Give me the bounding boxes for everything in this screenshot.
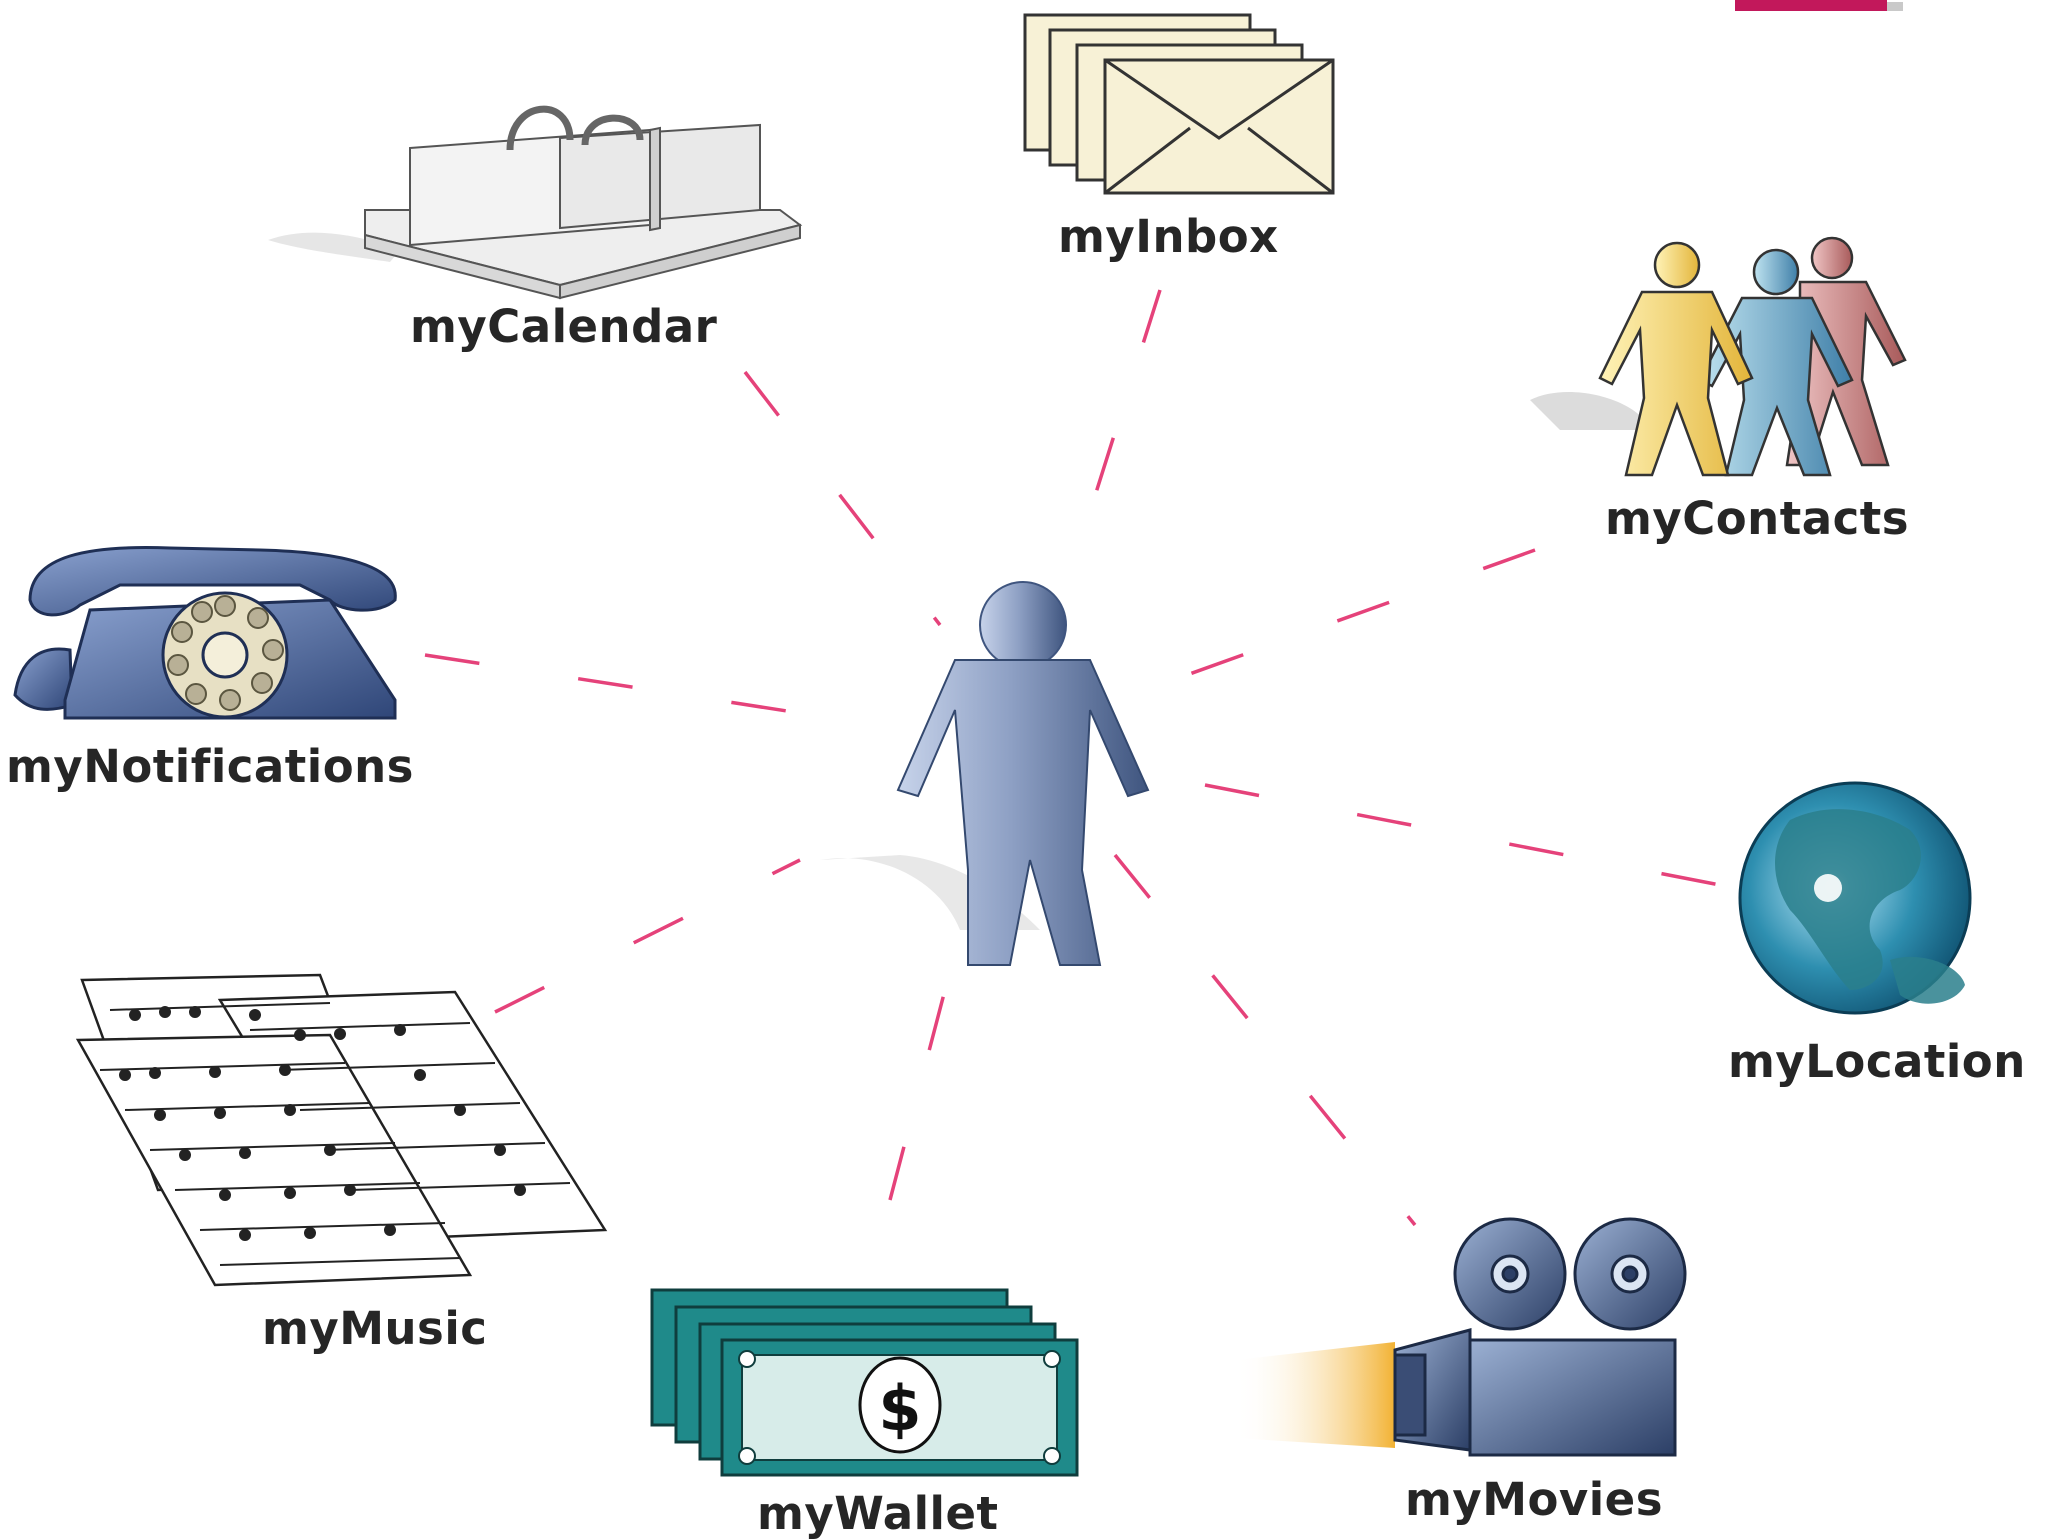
label-mycontacts: myContacts	[1605, 492, 1910, 545]
connector-mycontacts	[1144, 548, 1536, 692]
money-icon: $	[650, 1288, 1079, 1477]
envelope-icon	[1023, 13, 1335, 195]
telephone-icon	[13, 546, 397, 720]
connector-mywallet	[888, 989, 947, 1201]
connector-mylocation	[1204, 783, 1721, 887]
calendar-icon	[268, 105, 803, 300]
label-mylocation: myLocation	[1728, 1035, 2026, 1088]
label-mynotifications: myNotifications	[6, 740, 414, 793]
connector-myinbox	[1068, 289, 1162, 576]
connector-mymusic	[494, 858, 801, 1014]
person-icon	[820, 581, 1150, 966]
connectors	[424, 289, 1721, 1227]
label-mymusic: myMusic	[262, 1302, 488, 1355]
connector-mycalendar	[743, 370, 942, 627]
label-mymovies: myMovies	[1405, 1473, 1663, 1526]
label-mywallet: myWallet	[757, 1487, 999, 1540]
movie-camera-icon	[1235, 1217, 1687, 1457]
connector-mynotifications	[424, 653, 846, 722]
label-myinbox: myInbox	[1058, 210, 1279, 263]
sheet-music-icon	[75, 973, 608, 1287]
people-icon	[1530, 236, 1907, 477]
accent-bar	[1735, 0, 1887, 11]
label-mycalendar: myCalendar	[410, 300, 718, 353]
connector-mymovies	[1113, 853, 1417, 1227]
svg-text:$: $	[878, 1372, 921, 1445]
globe-icon	[1738, 781, 1972, 1015]
accent-bar-shadow	[1887, 2, 1903, 11]
